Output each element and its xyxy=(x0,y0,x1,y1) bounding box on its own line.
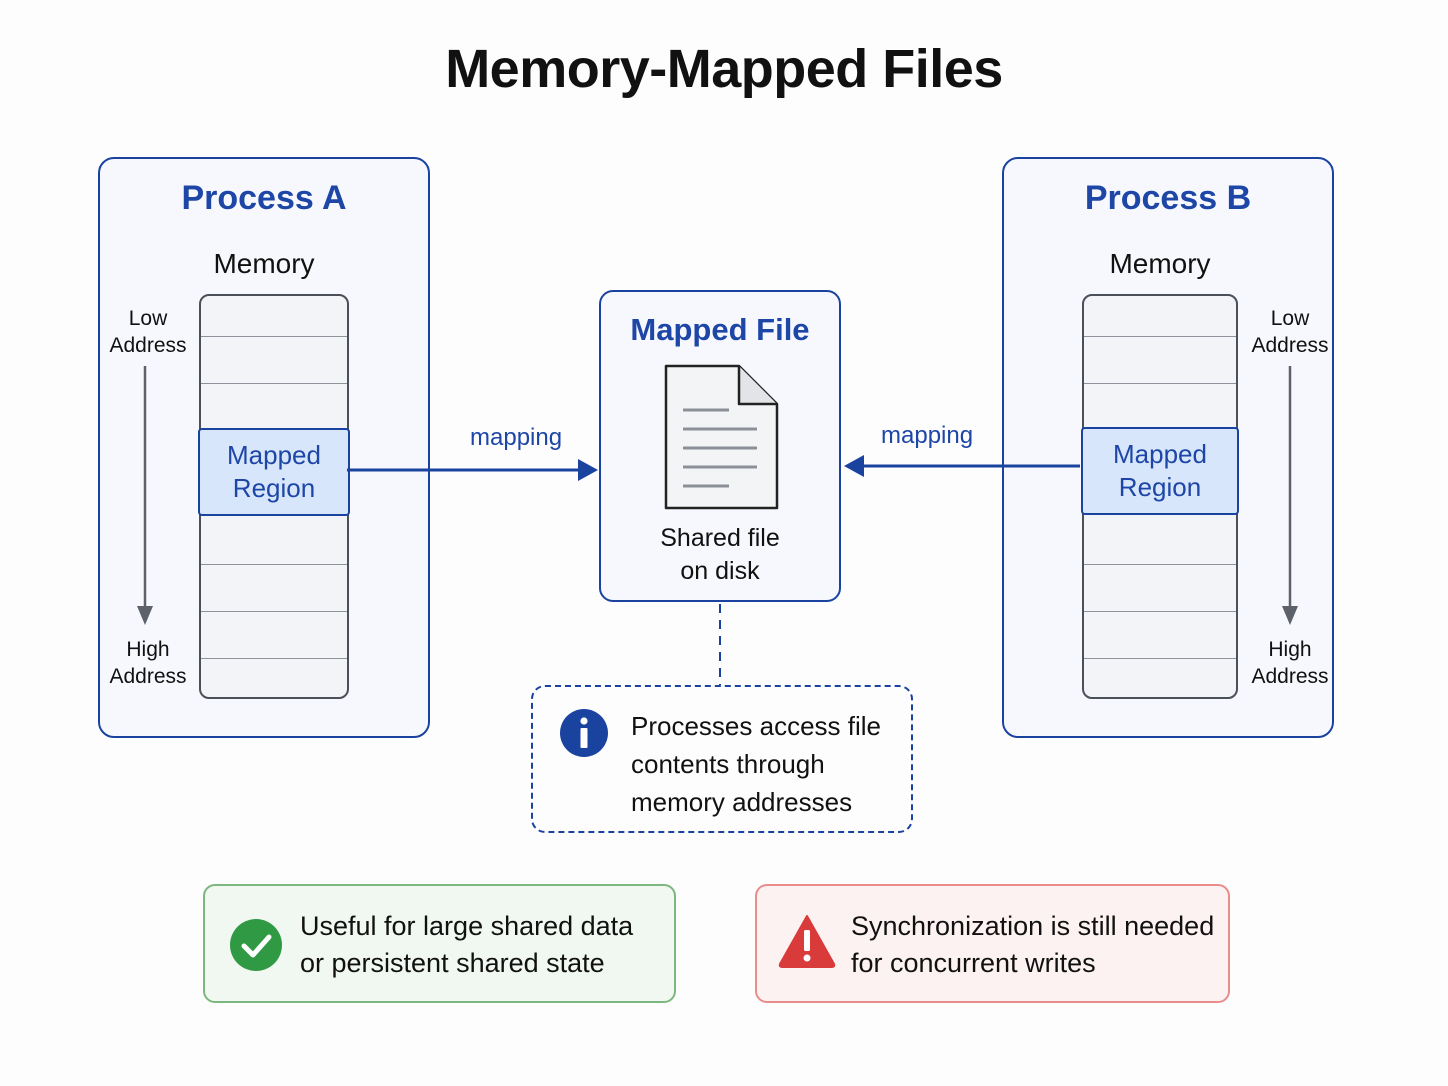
address-label-line: High xyxy=(126,638,170,661)
memory-cell-divider xyxy=(1084,611,1236,612)
warning-line: Synchronization is still needed xyxy=(851,911,1215,941)
region-label-line: Region xyxy=(232,473,316,503)
warning-text: Synchronization is still needed for conc… xyxy=(851,908,1214,982)
process-b-low-address: Low Address xyxy=(1240,305,1340,359)
address-label-line: Address xyxy=(109,334,187,357)
memory-cell-divider xyxy=(201,336,347,337)
mapping-label-right: mapping xyxy=(881,422,974,449)
memory-cell-divider xyxy=(1084,564,1236,565)
benefit-text: Useful for large shared data or persiste… xyxy=(300,908,633,982)
memory-cell-divider xyxy=(201,658,347,659)
warning-callout: Synchronization is still needed for conc… xyxy=(755,884,1230,1003)
mapping-label-left: mapping xyxy=(470,424,563,451)
memory-cell-divider xyxy=(201,611,347,612)
benefit-line: Useful for large shared data xyxy=(300,911,634,941)
process-a-address-arrow xyxy=(137,366,153,625)
benefit-line: or persistent shared state xyxy=(300,948,605,978)
address-label-line: Low xyxy=(128,307,168,330)
address-label-line: Low xyxy=(1270,307,1310,330)
address-label-line: Address xyxy=(109,665,187,688)
process-b-high-address: High Address xyxy=(1240,636,1340,690)
address-label-line: Address xyxy=(1251,334,1329,357)
process-b-title: Process B xyxy=(1084,179,1252,217)
process-a-panel: Process A Memory Mapped Region Low Addre… xyxy=(98,157,430,738)
region-label-line: Mapped xyxy=(227,440,321,470)
info-line: contents through xyxy=(631,749,825,779)
process-b-mapped-region: Mapped Region xyxy=(1081,427,1239,515)
caption-line: Shared file xyxy=(660,524,780,552)
mapping-arrow-left xyxy=(347,459,598,481)
address-label-line: High xyxy=(1268,638,1312,661)
memory-cell-divider xyxy=(201,564,347,565)
memory-cell-divider xyxy=(1084,658,1236,659)
page-title: Memory-Mapped Files xyxy=(445,39,1003,99)
process-a-title: Process A xyxy=(181,179,347,217)
warning-triangle-icon xyxy=(778,915,836,968)
mapped-file-panel: Mapped File Shared file on disk xyxy=(599,290,841,602)
mapped-file-caption: Shared file on disk xyxy=(601,522,839,588)
info-line: memory addresses xyxy=(631,787,853,817)
mapping-arrow-right xyxy=(844,455,1080,477)
process-b-address-arrow xyxy=(1282,366,1298,625)
info-callout: Processes access file contents through m… xyxy=(531,685,913,833)
process-b-panel: Process B Memory Mapped Region Low Addre… xyxy=(1002,157,1334,738)
process-a-low-address: Low Address xyxy=(98,305,198,359)
benefit-callout: Useful for large shared data or persiste… xyxy=(203,884,676,1003)
region-label-line: Region xyxy=(1118,472,1202,502)
process-a-high-address: High Address xyxy=(98,636,198,690)
info-text: Processes access file contents through m… xyxy=(631,707,911,821)
process-a-mapped-region: Mapped Region xyxy=(198,428,350,516)
memory-cell-divider xyxy=(201,383,347,384)
mapped-file-title: Mapped File xyxy=(630,312,810,347)
info-icon xyxy=(560,709,608,757)
region-label-line: Mapped xyxy=(1113,439,1207,469)
process-b-memory-label: Memory xyxy=(1109,248,1211,279)
memory-cell-divider xyxy=(1084,383,1236,384)
process-a-memory-label: Memory xyxy=(213,248,315,279)
caption-line: on disk xyxy=(680,557,760,585)
document-icon xyxy=(664,364,779,510)
address-label-line: Address xyxy=(1251,665,1329,688)
info-line: Processes access file xyxy=(631,711,881,741)
memory-cell-divider xyxy=(1084,336,1236,337)
check-circle-icon xyxy=(230,919,282,971)
warning-line: for concurrent writes xyxy=(851,948,1096,978)
